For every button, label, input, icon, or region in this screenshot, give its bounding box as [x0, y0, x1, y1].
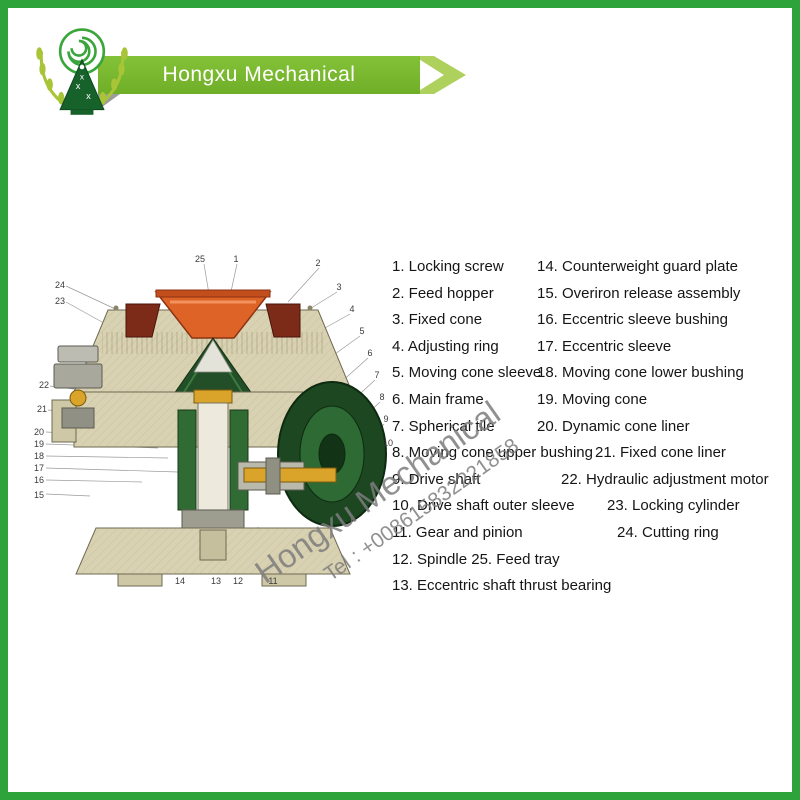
part-item: 13. Eccentric shaft thrust bearing — [392, 577, 612, 595]
part-item: 19. Moving cone — [537, 390, 648, 408]
release-assembly — [53, 345, 103, 429]
callout-number: 4 — [349, 304, 354, 314]
part-item: 18. Moving cone lower bushing — [537, 364, 744, 382]
part-item: 8. Moving cone upper bushing — [392, 444, 593, 462]
part-item: 10. Drive shaft outer sleeve — [392, 497, 575, 515]
callout-number: 1 — [233, 254, 238, 264]
callout-number: 21 — [37, 404, 47, 414]
svg-text:x: x — [80, 71, 85, 81]
part-item: 22. Hydraulic adjustment motor — [561, 470, 769, 488]
callout-number: 18 — [34, 451, 44, 461]
parts-list-left: 1. Locking screw 2. Feed hopper 3. Fixed… — [392, 254, 611, 600]
callout-number: 16 — [34, 475, 44, 485]
brand-name-label: Hongxu Mechanical — [162, 63, 356, 86]
callout-number: 2 — [315, 258, 320, 268]
banner-arrow-icon — [414, 56, 466, 94]
callout-number: 23 — [55, 296, 65, 306]
callout-numbers: 25 1 2 24 23 22 21 20 19 18 17 16 15 14 … — [34, 254, 393, 586]
callout-number: 22 — [39, 380, 49, 390]
callout-number: 20 — [34, 427, 44, 437]
brand-logo-icon: x x x — [36, 28, 128, 115]
feed-hopper — [154, 289, 272, 339]
callout-number: 6 — [367, 348, 372, 358]
callout-number: 8 — [379, 392, 384, 402]
cone-crusher-diagram: 25 1 2 24 23 22 21 20 19 18 17 16 15 14 … — [34, 254, 393, 587]
callout-number: 9 — [383, 414, 388, 424]
part-item: 3. Fixed cone — [392, 311, 483, 329]
part-item: 5. Moving cone sleeve — [392, 364, 542, 382]
callout-number: 25 — [195, 254, 205, 264]
svg-text:x: x — [86, 91, 91, 101]
main-shaft — [177, 389, 249, 529]
callout-number: 24 — [55, 280, 65, 290]
part-item: 12. Spindle 25. Feed tray — [392, 550, 560, 568]
part-item: 11. Gear and pinion — [392, 523, 523, 541]
flywheel-drive — [237, 381, 387, 527]
callout-number: 12 — [233, 576, 243, 586]
callout-number: 19 — [34, 439, 44, 449]
part-item: 1. Locking screw — [392, 258, 504, 275]
callout-number: 11 — [268, 576, 277, 586]
part-item: 17. Eccentric sleeve — [537, 337, 672, 355]
callout-number: 7 — [374, 370, 379, 380]
part-item: 2. Feed hopper — [392, 284, 494, 302]
part-item: 9. Drive shaft — [392, 470, 481, 488]
part-item: 6. Main frame — [392, 390, 484, 408]
parts-list-right: 14. Counterweight guard plate 15. Overir… — [537, 254, 769, 547]
svg-text:x: x — [76, 81, 81, 91]
part-item: 4. Adjusting ring — [392, 337, 499, 355]
callout-number: 3 — [336, 282, 341, 292]
callout-number: 13 — [211, 576, 221, 586]
callout-number: 14 — [175, 576, 185, 586]
part-item: 14. Counterweight guard plate — [537, 258, 738, 275]
brand-banner: Hongxu Mechanical — [98, 56, 420, 94]
callout-number: 15 — [34, 490, 44, 500]
part-item: 15. Overiron release assembly — [537, 284, 741, 302]
machine-base — [75, 527, 351, 587]
part-item: 24. Cutting ring — [617, 523, 719, 541]
callout-number: 17 — [34, 463, 44, 473]
part-item: 23. Locking cylinder — [607, 497, 740, 515]
part-item: 21. Fixed cone liner — [595, 444, 726, 462]
callout-number: 10 — [383, 438, 393, 448]
part-item: 20. Dynamic cone liner — [537, 417, 690, 435]
part-item: 16. Eccentric sleeve bushing — [537, 311, 728, 329]
part-item: 7. Spherical tile — [392, 417, 495, 435]
callout-number: 5 — [359, 326, 364, 336]
